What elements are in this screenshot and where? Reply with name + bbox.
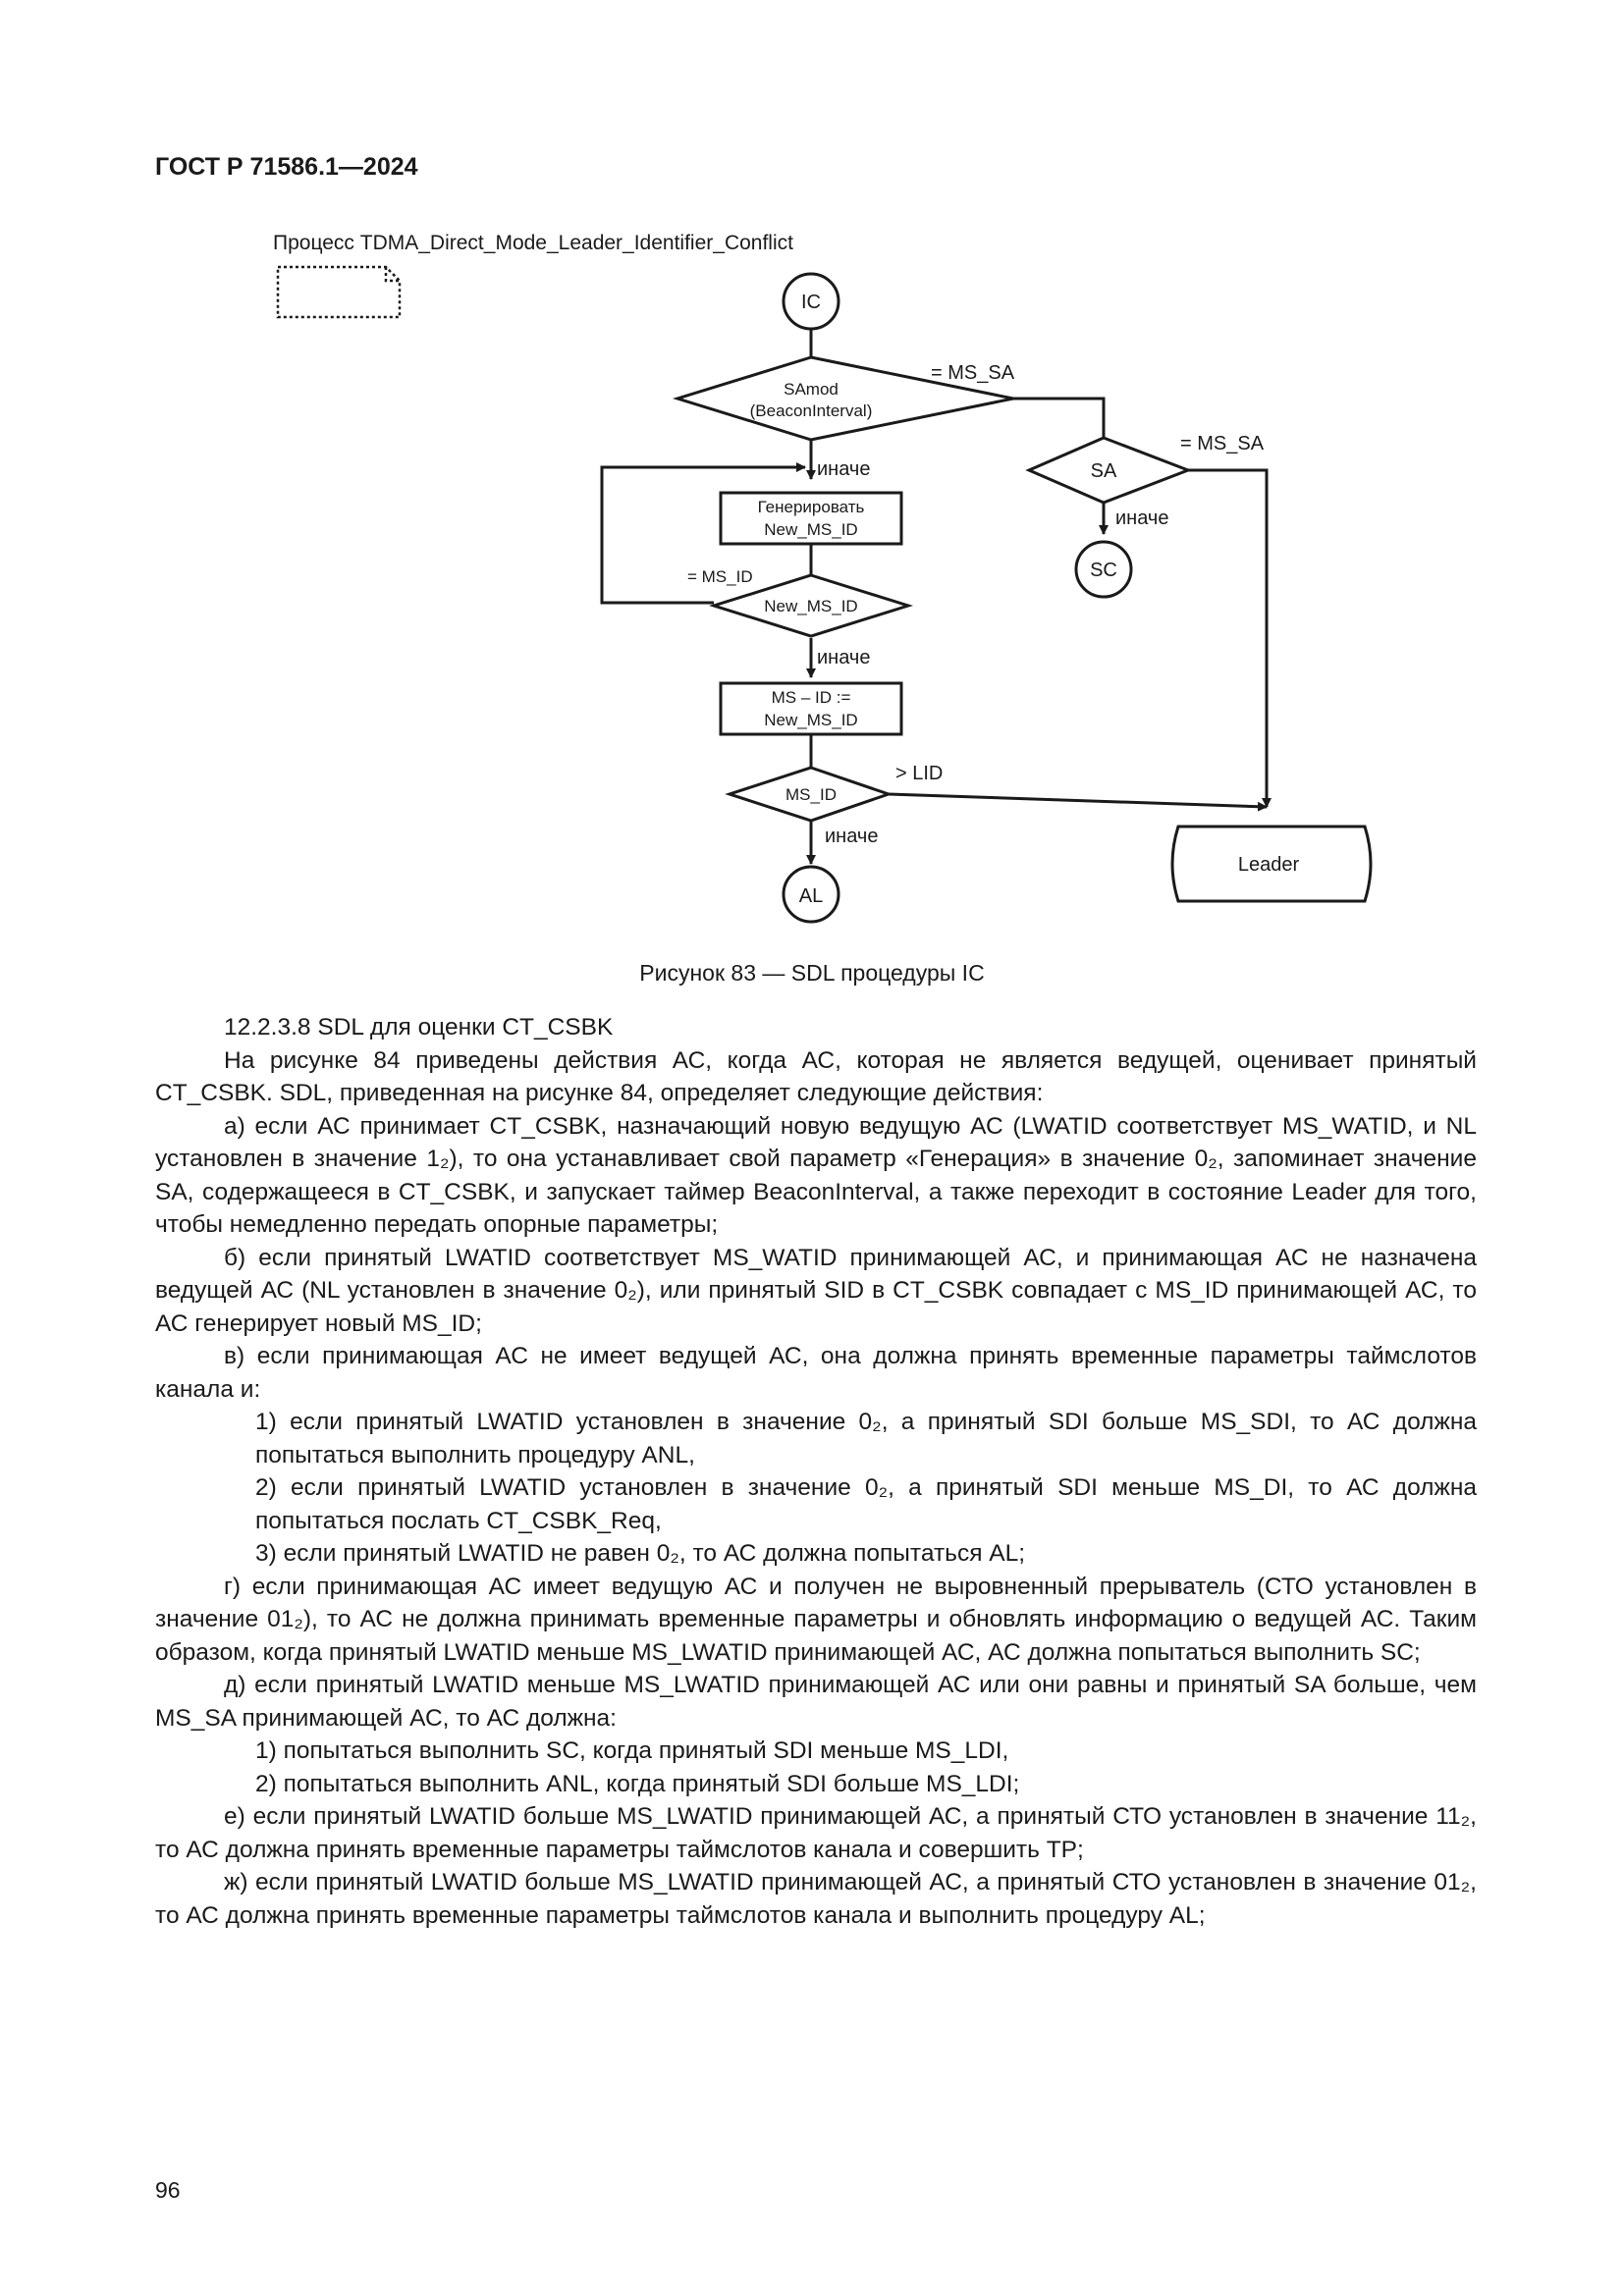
end-al-label: AL (799, 885, 823, 907)
end-al (782, 865, 840, 924)
paragraph: е) если принятый LWATID больше MS_LWATID… (155, 1803, 1477, 1863)
samod-line2: (BeaconInterval) (750, 401, 873, 420)
body-text: 12.2.3.8 SDL для оценки CT_CSBK На рисун… (155, 1011, 1477, 1932)
newmsid-decision (708, 573, 914, 638)
leader-label: Leader (1238, 854, 1300, 876)
msid-decision (725, 766, 893, 823)
figure-caption: Рисунок 83 — SDL процедуры IC (639, 960, 985, 986)
label-else-1: иначе (817, 458, 870, 480)
generate-task (719, 491, 903, 546)
assign-task (719, 681, 903, 736)
paragraph: г) если принимающая АС имеет ведущую АС … (155, 1573, 1477, 1666)
paragraph: в) если принимающая АС не имеет ведущей … (155, 1343, 1477, 1403)
leader-state (1170, 825, 1373, 903)
list-item: 1) попытаться выполнить SC, когда принят… (255, 1737, 1009, 1764)
list-item: 2) если принятый LWATID установлен в зна… (255, 1474, 1477, 1534)
label-else-3: иначе (825, 826, 878, 847)
assign-line1: MS – ID := (772, 688, 851, 707)
paragraph: а) если АС принимает CT_CSBK, назначающи… (155, 1112, 1477, 1239)
sdl-flowchart: IC SAmod (BeaconInterval) = MS_SA иначе … (276, 265, 1373, 924)
list-item: 3) если принятый LWATID не равен 0₂, то … (255, 1540, 1026, 1567)
section-heading: 12.2.3.8 SDL для оценки CT_CSBK (224, 1014, 614, 1041)
paragraph: На рисунке 84 приведены действия АС, ког… (155, 1046, 1477, 1107)
sa-decision (1025, 436, 1193, 505)
start-ic-label: IC (801, 292, 821, 313)
label-else-4: иначе (1115, 507, 1168, 529)
label-eq-ms-sa-1: = MS_SA (931, 362, 1015, 384)
start-ic (782, 272, 840, 331)
list-item: 1) если принятый LWATID установлен в зна… (255, 1409, 1477, 1468)
label-eq-ms-sa-2: = MS_SA (1180, 433, 1265, 454)
process-title: Процесс TDMA_Direct_Mode_Leader_Identifi… (273, 232, 793, 254)
list-item: 2) попытаться выполнить ANL, когда приня… (255, 1770, 1020, 1797)
paragraph: ж) если принятый LWATID больше MS_LWATID… (155, 1869, 1477, 1929)
samod-decision (672, 355, 1014, 442)
label-else-2: иначе (817, 647, 870, 668)
generate-line1: Генерировать (758, 498, 865, 516)
end-sc (1074, 540, 1133, 599)
label-gt-lid: > LID (895, 763, 943, 784)
end-sc-label: SC (1090, 560, 1117, 581)
samod-line1: SAmod (784, 380, 839, 399)
generate-line2: New_MS_ID (764, 520, 857, 539)
paragraph: б) если принятый LWATID соответствует MS… (155, 1244, 1477, 1337)
sa-label: SA (1091, 460, 1117, 482)
page-number: 96 (155, 2177, 181, 2203)
paragraph: д) если принятый LWATID меньше MS_LWATID… (155, 1672, 1477, 1732)
newmsid-label: New_MS_ID (764, 597, 857, 615)
process-symbol (276, 265, 402, 319)
assign-line2: New_MS_ID (764, 711, 857, 729)
label-eq-ms-id: = MS_ID (687, 567, 753, 586)
msid-label: MS_ID (785, 785, 837, 804)
document-header: ГОСТ Р 71586.1—2024 (155, 153, 418, 181)
